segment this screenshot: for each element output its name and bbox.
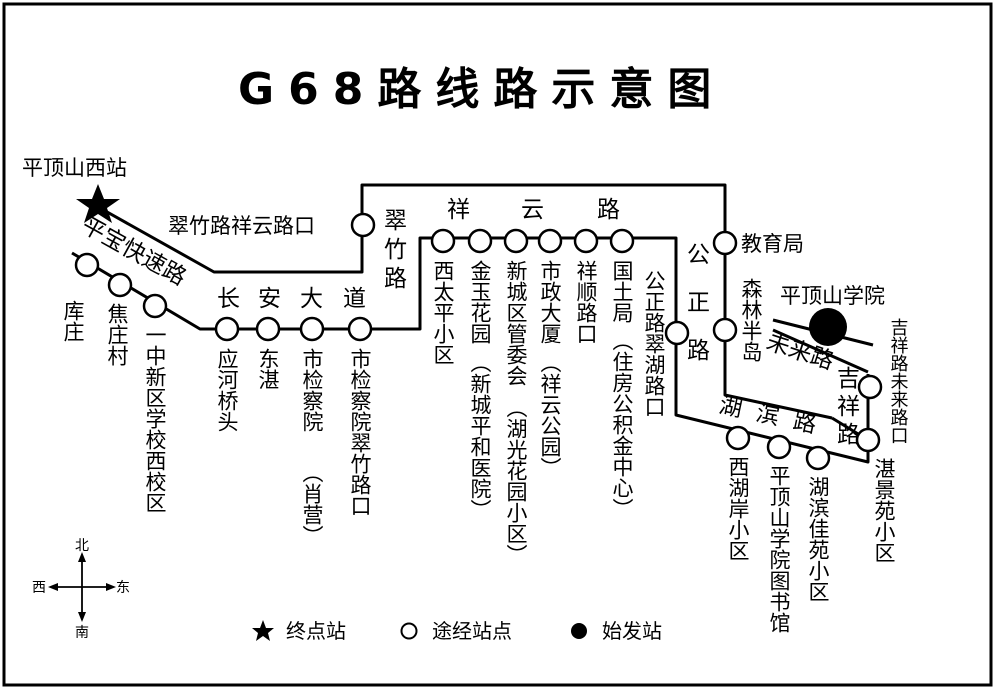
stop-label-jiaoyuju: 教育局 (741, 232, 804, 256)
stop-tushuguan[interactable] (766, 434, 792, 460)
stop-markers (74, 212, 883, 471)
road-name-changan-4: 道 (343, 286, 366, 312)
legend-dot-icon (571, 623, 587, 639)
road-name-changan-1: 长 (217, 286, 240, 312)
compass-west-arrow-icon (48, 583, 58, 591)
terminal-station-star-icon[interactable] (76, 184, 120, 223)
road-name-changan-2: 安 (258, 286, 281, 312)
stop-cuizhu-xiangyun[interactable] (350, 212, 376, 238)
stop-label-jixiang-weilai: 吉祥路未来路口 (888, 318, 909, 444)
stop-label-yinghe: 应河桥头 (215, 348, 239, 432)
stop-label-xiangshun: 祥顺路口 (574, 260, 598, 344)
compass-west-label: 西 (32, 580, 46, 596)
legend: 终点站 途经站点 始发站 (252, 619, 662, 643)
compass-south-arrow-icon (78, 612, 86, 622)
stop-label-guotuju: 国土局 (610, 260, 634, 323)
stop-label-jinyu: 金玉花园 (468, 260, 492, 344)
stop-xitaiping[interactable] (430, 228, 456, 254)
route-line-pingbao-upper (99, 183, 833, 420)
stop-dongzhi[interactable] (255, 316, 281, 342)
compass-north-label: 北 (75, 538, 89, 554)
compass-north-arrow-icon (78, 552, 86, 562)
road-name-cuizhu-1: 翠 (384, 208, 407, 234)
stop-jiaoyuju[interactable] (712, 230, 738, 256)
legend-star-icon (252, 620, 274, 641)
road-name-huibin-1: 湖 (717, 392, 745, 422)
stop-xinchengqu[interactable] (503, 228, 529, 254)
road-name-cuizhu-2: 竹 (384, 237, 407, 263)
stop-label-kuzhuang: 库庄 (61, 300, 85, 342)
stop-label-jiayuan: 湖滨佳苑小区 (806, 476, 830, 602)
origin-station-marker[interactable] (809, 308, 847, 346)
stop-label-xihuan: 西湖岸小区 (726, 456, 750, 561)
map-title: G68路线路示意图 (238, 64, 725, 115)
compass-east-arrow-icon (106, 583, 116, 591)
road-name-changan-3: 大 (300, 286, 323, 312)
stop-jianchayuan[interactable] (299, 316, 325, 342)
stop-label-zhanjing: 湛景苑小区 (872, 458, 896, 563)
road-name-xiangyun-3: 路 (597, 197, 620, 223)
stop-label-xitaiping: 西太平小区 (431, 260, 455, 365)
road-name-huibin-2: 滨 (754, 400, 782, 430)
stop-label-dongzhi: 东湛 (256, 348, 280, 390)
stop-label-jianchayuan: 市检察院 (300, 348, 324, 432)
compass-rose (48, 552, 116, 622)
legend-origin-label: 始发站 (602, 619, 662, 643)
road-name-jixiang-3: 路 (837, 422, 860, 448)
stop-label-guotuju-sub: （住房公积金中心） (610, 330, 634, 519)
stop-zhanjing[interactable] (855, 427, 881, 453)
stop-label-shizheng: 市政大厦 (538, 260, 562, 344)
stop-label-jiaozhuangcun: 焦庄村 (105, 303, 129, 366)
stop-label-xinchengqu: 新城区管委会 (504, 260, 528, 386)
stop-jianchayuan-cuizhu[interactable] (347, 316, 373, 342)
stop-xihuan[interactable] (725, 425, 751, 451)
road-name-cuizhu-3: 路 (384, 266, 407, 292)
stop-yizhong[interactable] (142, 293, 168, 319)
stop-xiangshun[interactable] (573, 228, 599, 254)
stop-jinyu[interactable] (467, 228, 493, 254)
road-name-xiangyun-2: 云 (521, 197, 544, 223)
terminal-station-label: 平顶山西站 (22, 156, 127, 180)
stop-label-tushuguan: 平顶山学院图书馆 (767, 465, 791, 633)
stop-jiayuan[interactable] (805, 445, 831, 471)
stop-labels: 平顶山西站 平顶山学院 库庄 焦庄村 一中新区学校西校区 应河桥头 东湛 市检察… (22, 156, 909, 633)
road-name-gongzheng-1: 公 (687, 242, 710, 268)
stop-label-shizheng-sub: （祥云公园） (538, 352, 562, 478)
legend-stop-label: 途经站点 (432, 619, 512, 643)
stop-label-yizhong: 一中新区学校西校区 (143, 324, 167, 513)
legend-circle-icon (400, 622, 418, 640)
route-line-weilai-lower (772, 328, 869, 374)
stop-label-jinyu-sub: （新城平和医院） (468, 352, 492, 520)
road-name-huibin-3: 路 (791, 408, 819, 438)
stop-jixiang-weilai[interactable] (857, 374, 883, 400)
road-name-jixiang-1: 吉 (837, 366, 860, 392)
stop-label-xinchengqu-sub: （湖光花园小区） (504, 397, 528, 565)
stop-label-jianchayuan-cuizhu: 市检察院翠竹路口 (348, 348, 372, 516)
stop-kuzhuang[interactable] (74, 252, 100, 278)
stop-shizheng[interactable] (537, 228, 563, 254)
stop-label-cuizhu-xiangyun: 翠竹路祥云路口 (168, 214, 315, 238)
origin-station-label: 平顶山学院 (780, 284, 885, 308)
road-name-xiangyun-1: 祥 (447, 197, 470, 223)
stop-label-senlin: 森林半岛 (739, 278, 763, 362)
stop-gongzheng-cuihu[interactable] (664, 320, 690, 346)
stop-label-gongzheng-cuihu: 公正路翠湖路口 (642, 270, 666, 417)
stop-yinghe[interactable] (214, 316, 240, 342)
stop-jiaozhuangcun[interactable] (107, 272, 133, 298)
compass-east-label: 东 (116, 580, 130, 596)
road-name-jixiang-2: 祥 (837, 394, 860, 420)
legend-terminal-label: 终点站 (286, 619, 346, 643)
road-name-gongzheng-3: 路 (687, 338, 710, 364)
road-name-gongzheng-2: 正 (687, 290, 710, 316)
stop-label-jianchayuan-sub: （肖营） (300, 462, 324, 546)
stop-senlin[interactable] (712, 317, 738, 343)
stop-guotuju[interactable] (609, 228, 635, 254)
compass-south-label: 南 (75, 625, 89, 641)
